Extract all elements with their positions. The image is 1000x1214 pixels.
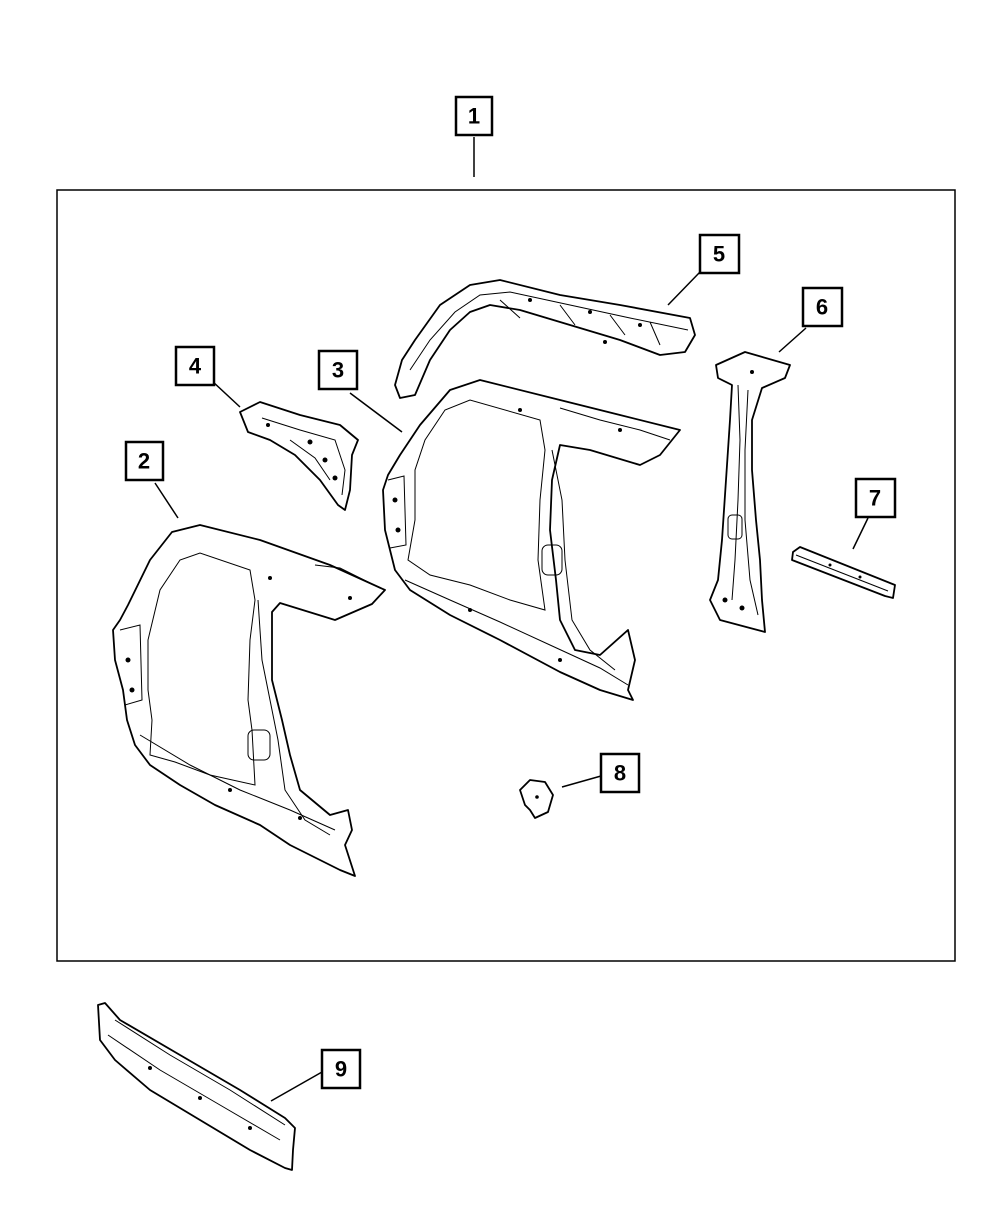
part-7-reinforcement xyxy=(791,546,896,599)
leader-4 xyxy=(211,380,241,408)
leader-5 xyxy=(667,271,701,306)
callout-8-label: 8 xyxy=(614,761,626,786)
callout-9: 9 xyxy=(320,1048,362,1090)
part-4-bracket xyxy=(239,401,359,511)
callout-4: 4 xyxy=(174,345,216,387)
callout-3-label: 3 xyxy=(332,358,344,383)
leader-2 xyxy=(154,482,179,519)
callout-1: 1 xyxy=(454,95,494,137)
callout-2-label: 2 xyxy=(138,449,150,474)
part-9-sill xyxy=(97,1002,296,1171)
part-2-body-side-aperture xyxy=(112,524,386,877)
part-3-body-side-aperture xyxy=(382,379,681,701)
callout-5: 5 xyxy=(698,233,741,275)
callout-7: 7 xyxy=(854,477,897,519)
leader-9 xyxy=(270,1071,323,1102)
callout-5-label: 5 xyxy=(713,242,725,267)
part-8-plate xyxy=(519,779,554,819)
callout-1-label: 1 xyxy=(468,104,480,129)
leader-3 xyxy=(349,392,403,433)
leader-8 xyxy=(561,775,602,788)
callout-9-label: 9 xyxy=(335,1057,347,1082)
callout-6: 6 xyxy=(801,286,844,328)
callout-6-label: 6 xyxy=(816,295,828,320)
part-6-b-pillar xyxy=(709,351,791,633)
callout-4-label: 4 xyxy=(189,354,202,379)
part-5-roof-rail xyxy=(394,279,696,399)
callout-2: 2 xyxy=(124,440,165,482)
leader-6 xyxy=(778,327,807,353)
callout-8: 8 xyxy=(599,752,641,794)
callout-3: 3 xyxy=(317,349,359,391)
leader-7 xyxy=(852,517,869,550)
callout-7-label: 7 xyxy=(869,486,881,511)
assembly-frame xyxy=(56,189,956,962)
